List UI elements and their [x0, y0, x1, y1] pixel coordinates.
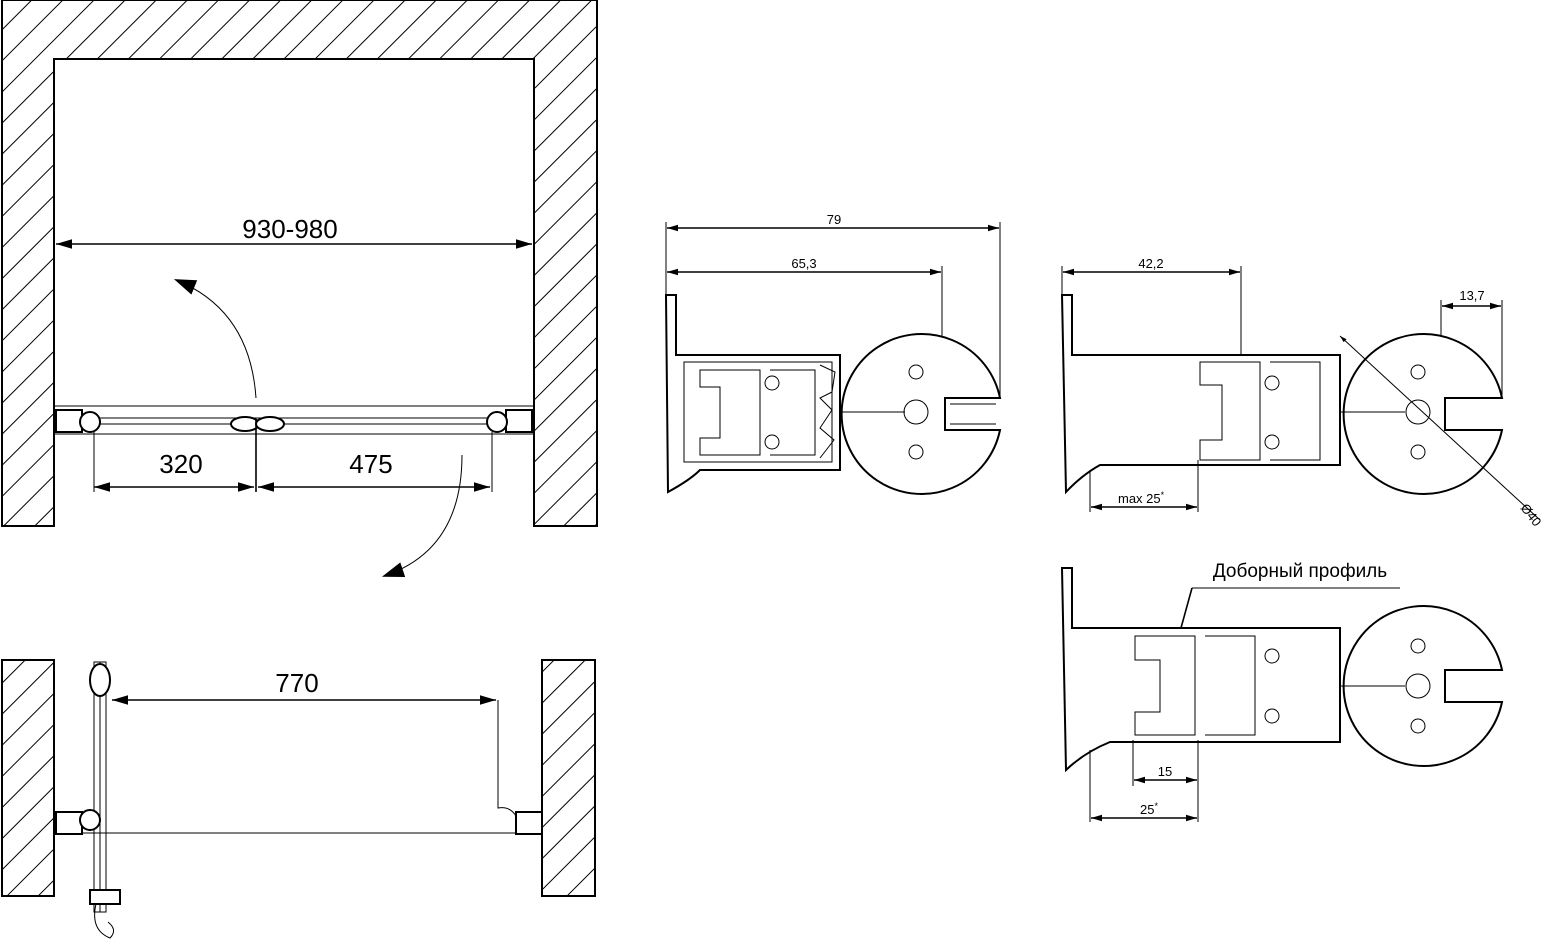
profile-b: 42,2 13,7 Ø40 max 25*	[1060, 256, 1545, 530]
top-handle	[89, 663, 111, 697]
door-frame	[53, 405, 535, 435]
swing-arrow-in	[173, 279, 257, 399]
right-hinge	[486, 411, 508, 433]
wall-hatch-top	[1, 0, 598, 527]
handle-right	[255, 416, 285, 432]
profile-c-outer: 25*	[1140, 801, 1158, 817]
bottom-handle	[89, 889, 121, 905]
profile-c: Доборный профиль 15 25*	[1060, 561, 1504, 822]
left-hinge	[79, 411, 101, 433]
handle-left	[230, 416, 260, 432]
wall-hatch-left	[1, 659, 55, 897]
profile-a-total-width: 79	[827, 212, 841, 227]
profile-b-width: 42,2	[1138, 256, 1163, 271]
left-wall-profile	[55, 409, 83, 433]
profile-b-slot-width: 13,7	[1459, 288, 1484, 303]
profile-b-adjust: max 25*	[1118, 490, 1165, 506]
profile-a-round	[840, 333, 1002, 495]
top-plan-view: 930-980 320 475	[1, 0, 598, 578]
profile-c-inner-dim: 15	[1158, 764, 1172, 779]
right-segment-label: 475	[349, 449, 392, 479]
profile-c-round	[1342, 605, 1504, 767]
profile-c-outer-text: 25	[1140, 802, 1154, 817]
extension-profile-label: Доборный профиль	[1213, 561, 1387, 582]
profile-c-outer-sup: *	[1154, 801, 1158, 811]
profile-b-adjust-text: max 25	[1118, 491, 1161, 506]
opening-width-label: 770	[275, 668, 318, 698]
swing-arrow-out	[381, 454, 463, 578]
profile-a: 79 65,3	[664, 212, 1002, 495]
profile-a-inner-width: 65,3	[791, 256, 816, 271]
profile-b-diameter: Ø40	[1518, 501, 1545, 530]
profile-b-round	[1342, 333, 1504, 495]
left-segment-label: 320	[159, 449, 202, 479]
overall-width-label: 930-980	[242, 214, 337, 244]
wall-hatch-right	[541, 659, 596, 897]
profile-b-adjust-sup: *	[1161, 490, 1165, 500]
open-door-view: 770	[1, 659, 596, 939]
right-wall-profile	[505, 409, 533, 433]
